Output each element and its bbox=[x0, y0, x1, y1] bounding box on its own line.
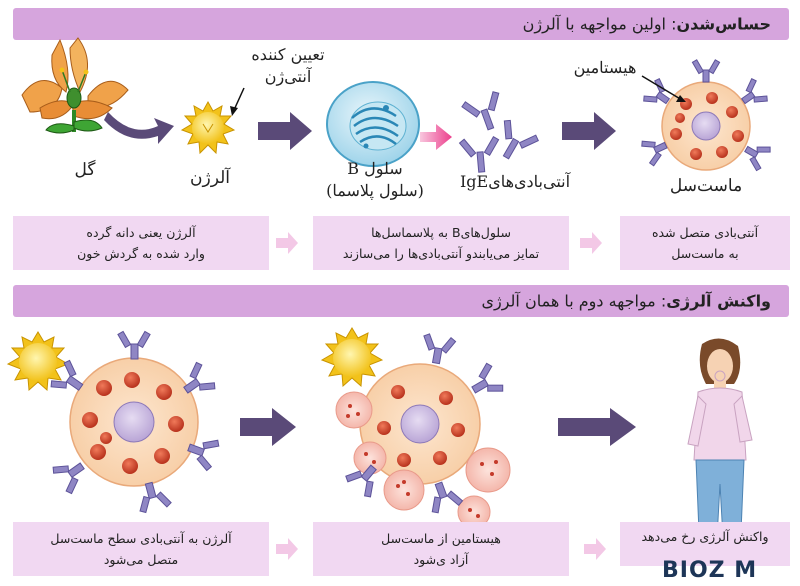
allergen-pollen-image bbox=[180, 100, 236, 155]
arrow-bcell-to-antibodies bbox=[420, 124, 452, 150]
arrow-step1-to-step2 bbox=[240, 408, 296, 446]
flower-image bbox=[21, 37, 129, 134]
arrow-antibodies-to-mastcell bbox=[562, 112, 616, 150]
antigen-determinant-label: تعیین کننده آنتی‌ژن bbox=[251, 45, 325, 86]
box-arrow-4 bbox=[584, 538, 606, 560]
mast-cell-image-2 bbox=[50, 330, 220, 514]
mast-cell-image bbox=[641, 59, 771, 172]
box-arrow-3 bbox=[276, 538, 298, 560]
b-cell-image bbox=[326, 81, 420, 167]
step6-description-box: واکنش آلرژی رخ می‌دهد bbox=[620, 522, 790, 566]
allergen-label: آلرژن bbox=[190, 168, 230, 188]
degranulating-mast-cell-image bbox=[335, 333, 511, 529]
flower-label: گل bbox=[74, 160, 96, 180]
histamine-pointer bbox=[641, 75, 683, 101]
ige-label: آنتی‌بادی‌هایIgE bbox=[459, 172, 571, 191]
box-arrow-2 bbox=[580, 232, 602, 254]
arrow-allergen-to-bcell bbox=[258, 112, 312, 150]
b-cell-label: سلول B (سلول پلاسما) bbox=[326, 159, 424, 200]
arrow-flower-to-allergen bbox=[104, 112, 174, 144]
section2-title: واکنش آلرژی: مواجهه دوم با همان آلرژی bbox=[481, 291, 771, 311]
allergen-pollen-image-3 bbox=[320, 327, 384, 388]
antigen-pointer bbox=[233, 87, 245, 111]
section1-title: حساس‌شدن: اولین مواجهه با آلرژن bbox=[522, 14, 771, 34]
allergen-pollen-image-2 bbox=[6, 331, 70, 392]
biozoom-logo: BIOZ M bbox=[662, 558, 758, 583]
section1-header: حساس‌شدن: اولین مواجهه با آلرژن bbox=[13, 8, 789, 40]
box-arrow-1 bbox=[276, 232, 298, 254]
histamine-label: هیستامین bbox=[573, 58, 637, 77]
section2-header: واکنش آلرژی: مواجهه دوم با همان آلرژی bbox=[13, 285, 789, 317]
mast-cell-label: ماست‌سل bbox=[669, 176, 743, 196]
arrow-step2-to-step3 bbox=[558, 408, 636, 446]
ige-antibodies-image bbox=[458, 91, 539, 173]
